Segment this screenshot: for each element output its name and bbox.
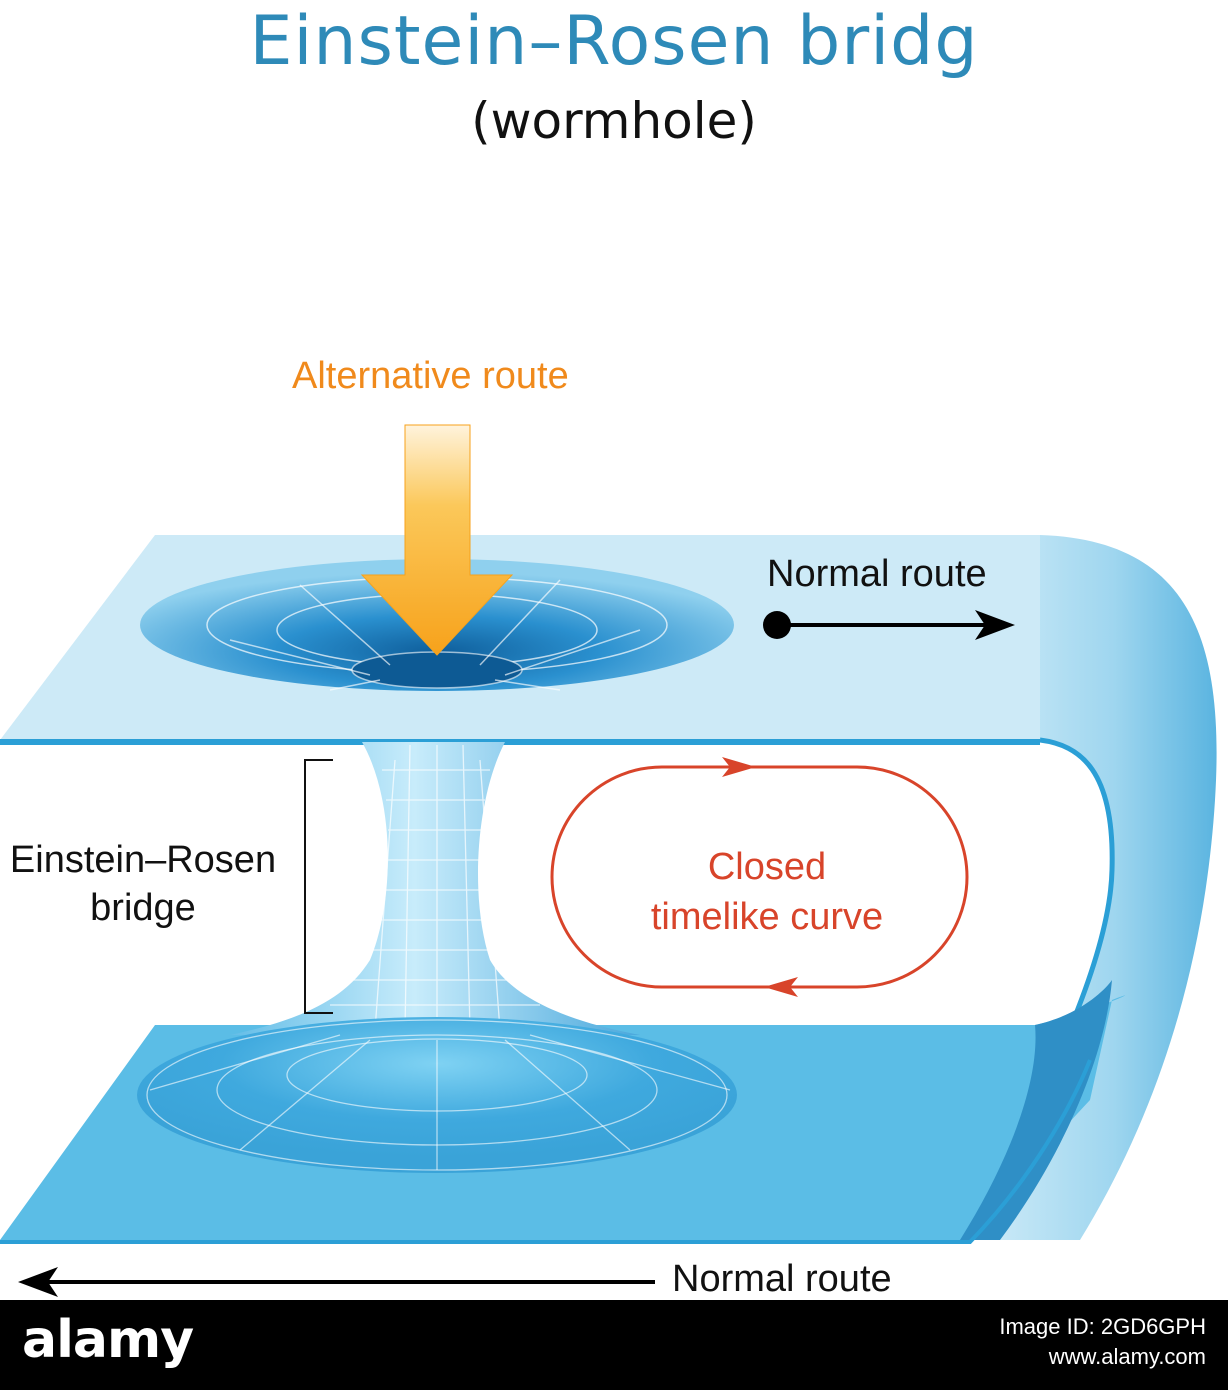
alternative-route-arrow bbox=[360, 424, 514, 656]
throat-grid bbox=[330, 744, 540, 1031]
alternative-route-label: Alternative route bbox=[292, 355, 569, 397]
ctc-label-line1: Closed bbox=[707, 846, 827, 888]
normal-route-bottom-arrowhead bbox=[18, 1267, 58, 1297]
einstein-rosen-label-line1: Einstein–Rosen bbox=[9, 839, 277, 881]
wormhole-diagram bbox=[0, 424, 1217, 1297]
diagram-title: Einstein–Rosen bridg bbox=[249, 2, 979, 81]
closed-timelike-curve bbox=[550, 765, 969, 989]
lower-sheet-right-shade bbox=[960, 980, 1112, 1240]
normal-route-top-arrowhead bbox=[975, 610, 1015, 640]
diagram-subtitle: (wormhole) bbox=[471, 92, 757, 150]
einstein-rosen-bracket bbox=[304, 759, 333, 1014]
stock-footer-bar: alamy Image ID: 2GD6GPH www.alamy.com bbox=[0, 1300, 1228, 1390]
upper-mouth-ring bbox=[351, 651, 523, 689]
ctc-label-line2: timelike curve bbox=[650, 896, 884, 938]
einstein-rosen-label-line2: bridge bbox=[90, 887, 196, 929]
stock-url: www.alamy.com bbox=[1048, 1344, 1206, 1369]
normal-route-bottom-label: Normal route bbox=[672, 1258, 892, 1300]
ctc-arrowhead-top bbox=[722, 757, 756, 777]
lower-mouth-meridians bbox=[149, 1034, 731, 1170]
image-id: Image ID: 2GD6GPH bbox=[999, 1314, 1206, 1339]
ctc-arrowhead-bottom bbox=[764, 977, 798, 997]
spacetime-fold bbox=[960, 535, 1217, 1240]
wormhole-throat bbox=[230, 742, 640, 1035]
einstein-rosen-bridge-label: Einstein–Rosen bridge bbox=[0, 836, 286, 932]
closed-timelike-curve-label: Closed timelike curve bbox=[622, 842, 912, 942]
alamy-logo: alamy bbox=[22, 1310, 194, 1370]
lower-sheet-edge bbox=[0, 1059, 1092, 1244]
normal-route-top-label: Normal route bbox=[767, 553, 987, 595]
